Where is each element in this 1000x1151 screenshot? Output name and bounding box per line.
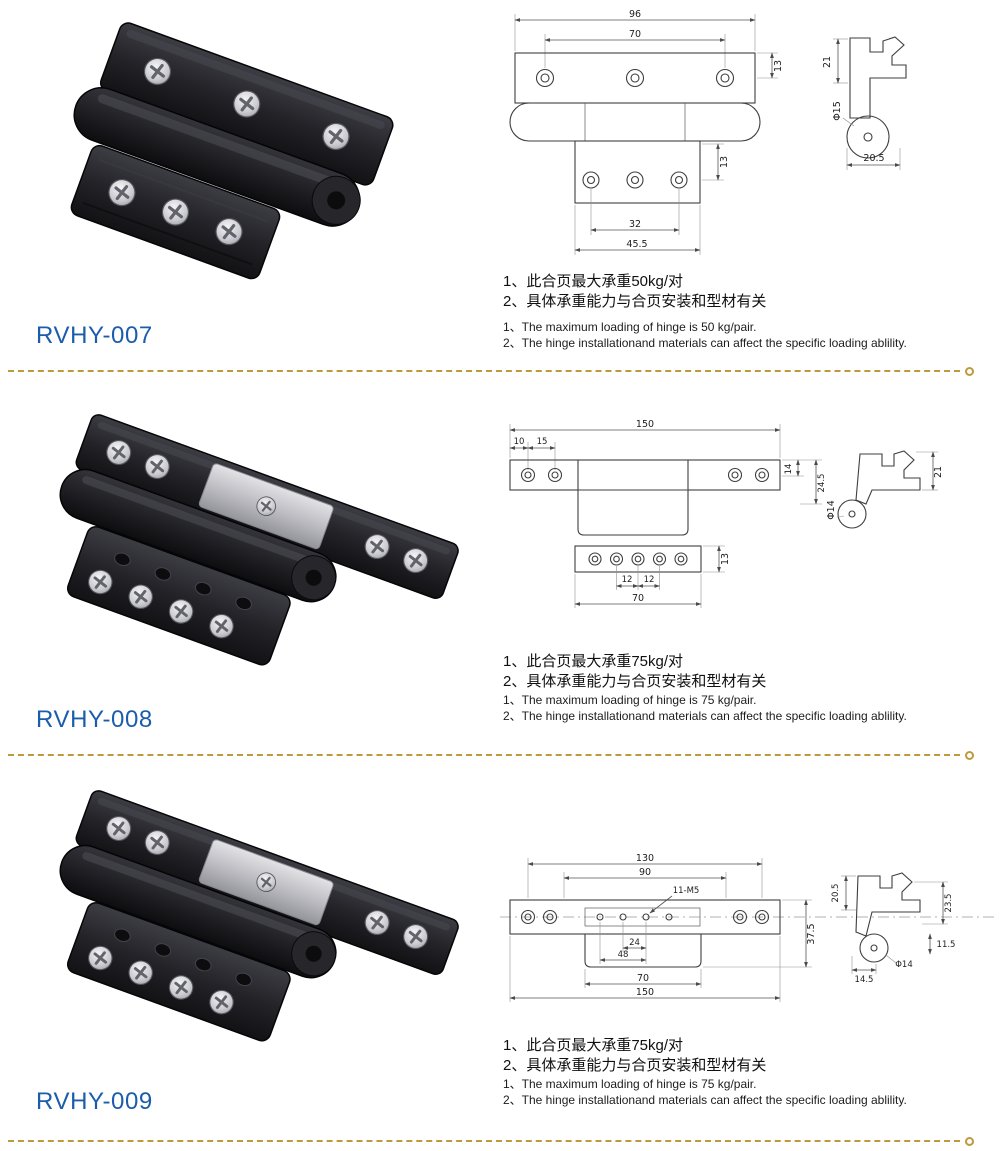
dimension-label: 21 [822, 56, 833, 68]
spec-en-line-1: 1、The maximum loading of hinge is 75 kg/… [503, 1076, 757, 1091]
dimension-label: 32 [629, 219, 641, 230]
spec-en-line-2: 2、The hinge installationand materials ca… [503, 335, 907, 350]
dimension-label: 70 [629, 29, 641, 40]
spec-cn-line-1: 1、此合页最大承重50kg/对 [503, 273, 684, 290]
spec-text-rvhy-007: 1、此合页最大承重50kg/对 2、具体承重能力与合页安装和型材有关 1、The… [503, 272, 995, 351]
dimension-label: 12 [622, 575, 633, 585]
dimension-label: Φ14 [895, 960, 913, 970]
dimension-label: 150 [636, 987, 654, 998]
divider-end-circle [965, 366, 974, 376]
spec-en-line-1: 1、The maximum loading of hinge is 50 kg/… [503, 319, 757, 334]
dimension-label: 23.5 [944, 894, 954, 913]
dimension-label: Φ15 [832, 101, 843, 121]
spec-cn-line-2: 2、具体承重能力与合页安装和型材有关 [503, 292, 767, 310]
spec-cn-line-1: 1、此合页最大承重75kg/对 [503, 653, 684, 670]
dimension-label: 130 [636, 853, 654, 864]
product-photo-rvhy-007 [30, 10, 430, 320]
dimension-label: 13 [773, 60, 784, 72]
spec-en-line-2: 2、The hinge installationand materials ca… [503, 1092, 907, 1107]
divider-dashed-line [8, 754, 960, 756]
dimension-label: 11.5 [937, 940, 956, 950]
technical-drawing-rvhy-008: 150 10 15 14 24.5 [509, 419, 944, 608]
divider-dashed-line [8, 1140, 960, 1142]
dimension-label: 20.5 [831, 884, 841, 903]
product-photo-rvhy-009 [32, 788, 462, 1088]
model-label-rvhy-007: RVHY-007 [36, 322, 153, 349]
divider-end-circle [965, 1136, 974, 1146]
section-divider [8, 365, 974, 377]
dimension-label: 90 [639, 867, 651, 878]
dimension-label: 48 [618, 950, 629, 960]
dimension-label: 14.5 [855, 975, 874, 985]
product-photo-rvhy-008 [32, 412, 462, 712]
dimension-label: 13 [720, 553, 731, 565]
technical-drawing-rvhy-007: 96 70 13 13 [509, 9, 907, 255]
model-label-rvhy-008: RVHY-008 [36, 706, 153, 733]
technical-drawing-rvhy-009: 130 90 11-M5 24 48 [500, 853, 996, 1002]
spec-en-line-2: 2、The hinge installationand materials ca… [503, 708, 907, 723]
dimension-label: 15 [537, 437, 548, 447]
dimension-label: 11-M5 [673, 886, 700, 896]
dimension-label: 10 [514, 437, 525, 447]
dimension-label: 12 [644, 575, 655, 585]
section-divider [8, 749, 974, 761]
spec-en-line-1: 1、The maximum loading of hinge is 75 kg/… [503, 692, 757, 707]
spec-text-rvhy-009: 1、此合页最大承重75kg/对 2、具体承重能力与合页安装和型材有关 1、The… [503, 1036, 995, 1108]
dimension-label: 45.5 [626, 239, 647, 250]
dimension-label: 70 [637, 973, 649, 984]
dimension-label: 24 [629, 938, 640, 948]
dimension-label: 14 [784, 464, 794, 475]
section-divider [8, 1135, 974, 1147]
dimension-label: 70 [632, 593, 644, 604]
dimension-label: 37.5 [806, 923, 817, 944]
dimension-label: 21 [933, 466, 944, 478]
model-label-rvhy-009: RVHY-009 [36, 1088, 153, 1115]
spec-cn-line-1: 1、此合页最大承重75kg/对 [503, 1037, 684, 1054]
divider-dashed-line [8, 370, 960, 372]
dimension-label: 150 [636, 419, 654, 430]
dimension-label: 24.5 [817, 474, 827, 493]
divider-end-circle [965, 750, 974, 760]
dimension-label: 96 [629, 9, 641, 20]
dimension-label: 13 [719, 156, 730, 168]
spec-cn-line-2: 2、具体承重能力与合页安装和型材有关 [503, 672, 767, 690]
spec-text-rvhy-008: 1、此合页最大承重75kg/对 2、具体承重能力与合页安装和型材有关 1、The… [503, 652, 995, 724]
dimension-label: Φ14 [826, 500, 837, 520]
spec-cn-line-2: 2、具体承重能力与合页安装和型材有关 [503, 1056, 767, 1074]
dimension-label: 20.5 [863, 153, 884, 164]
